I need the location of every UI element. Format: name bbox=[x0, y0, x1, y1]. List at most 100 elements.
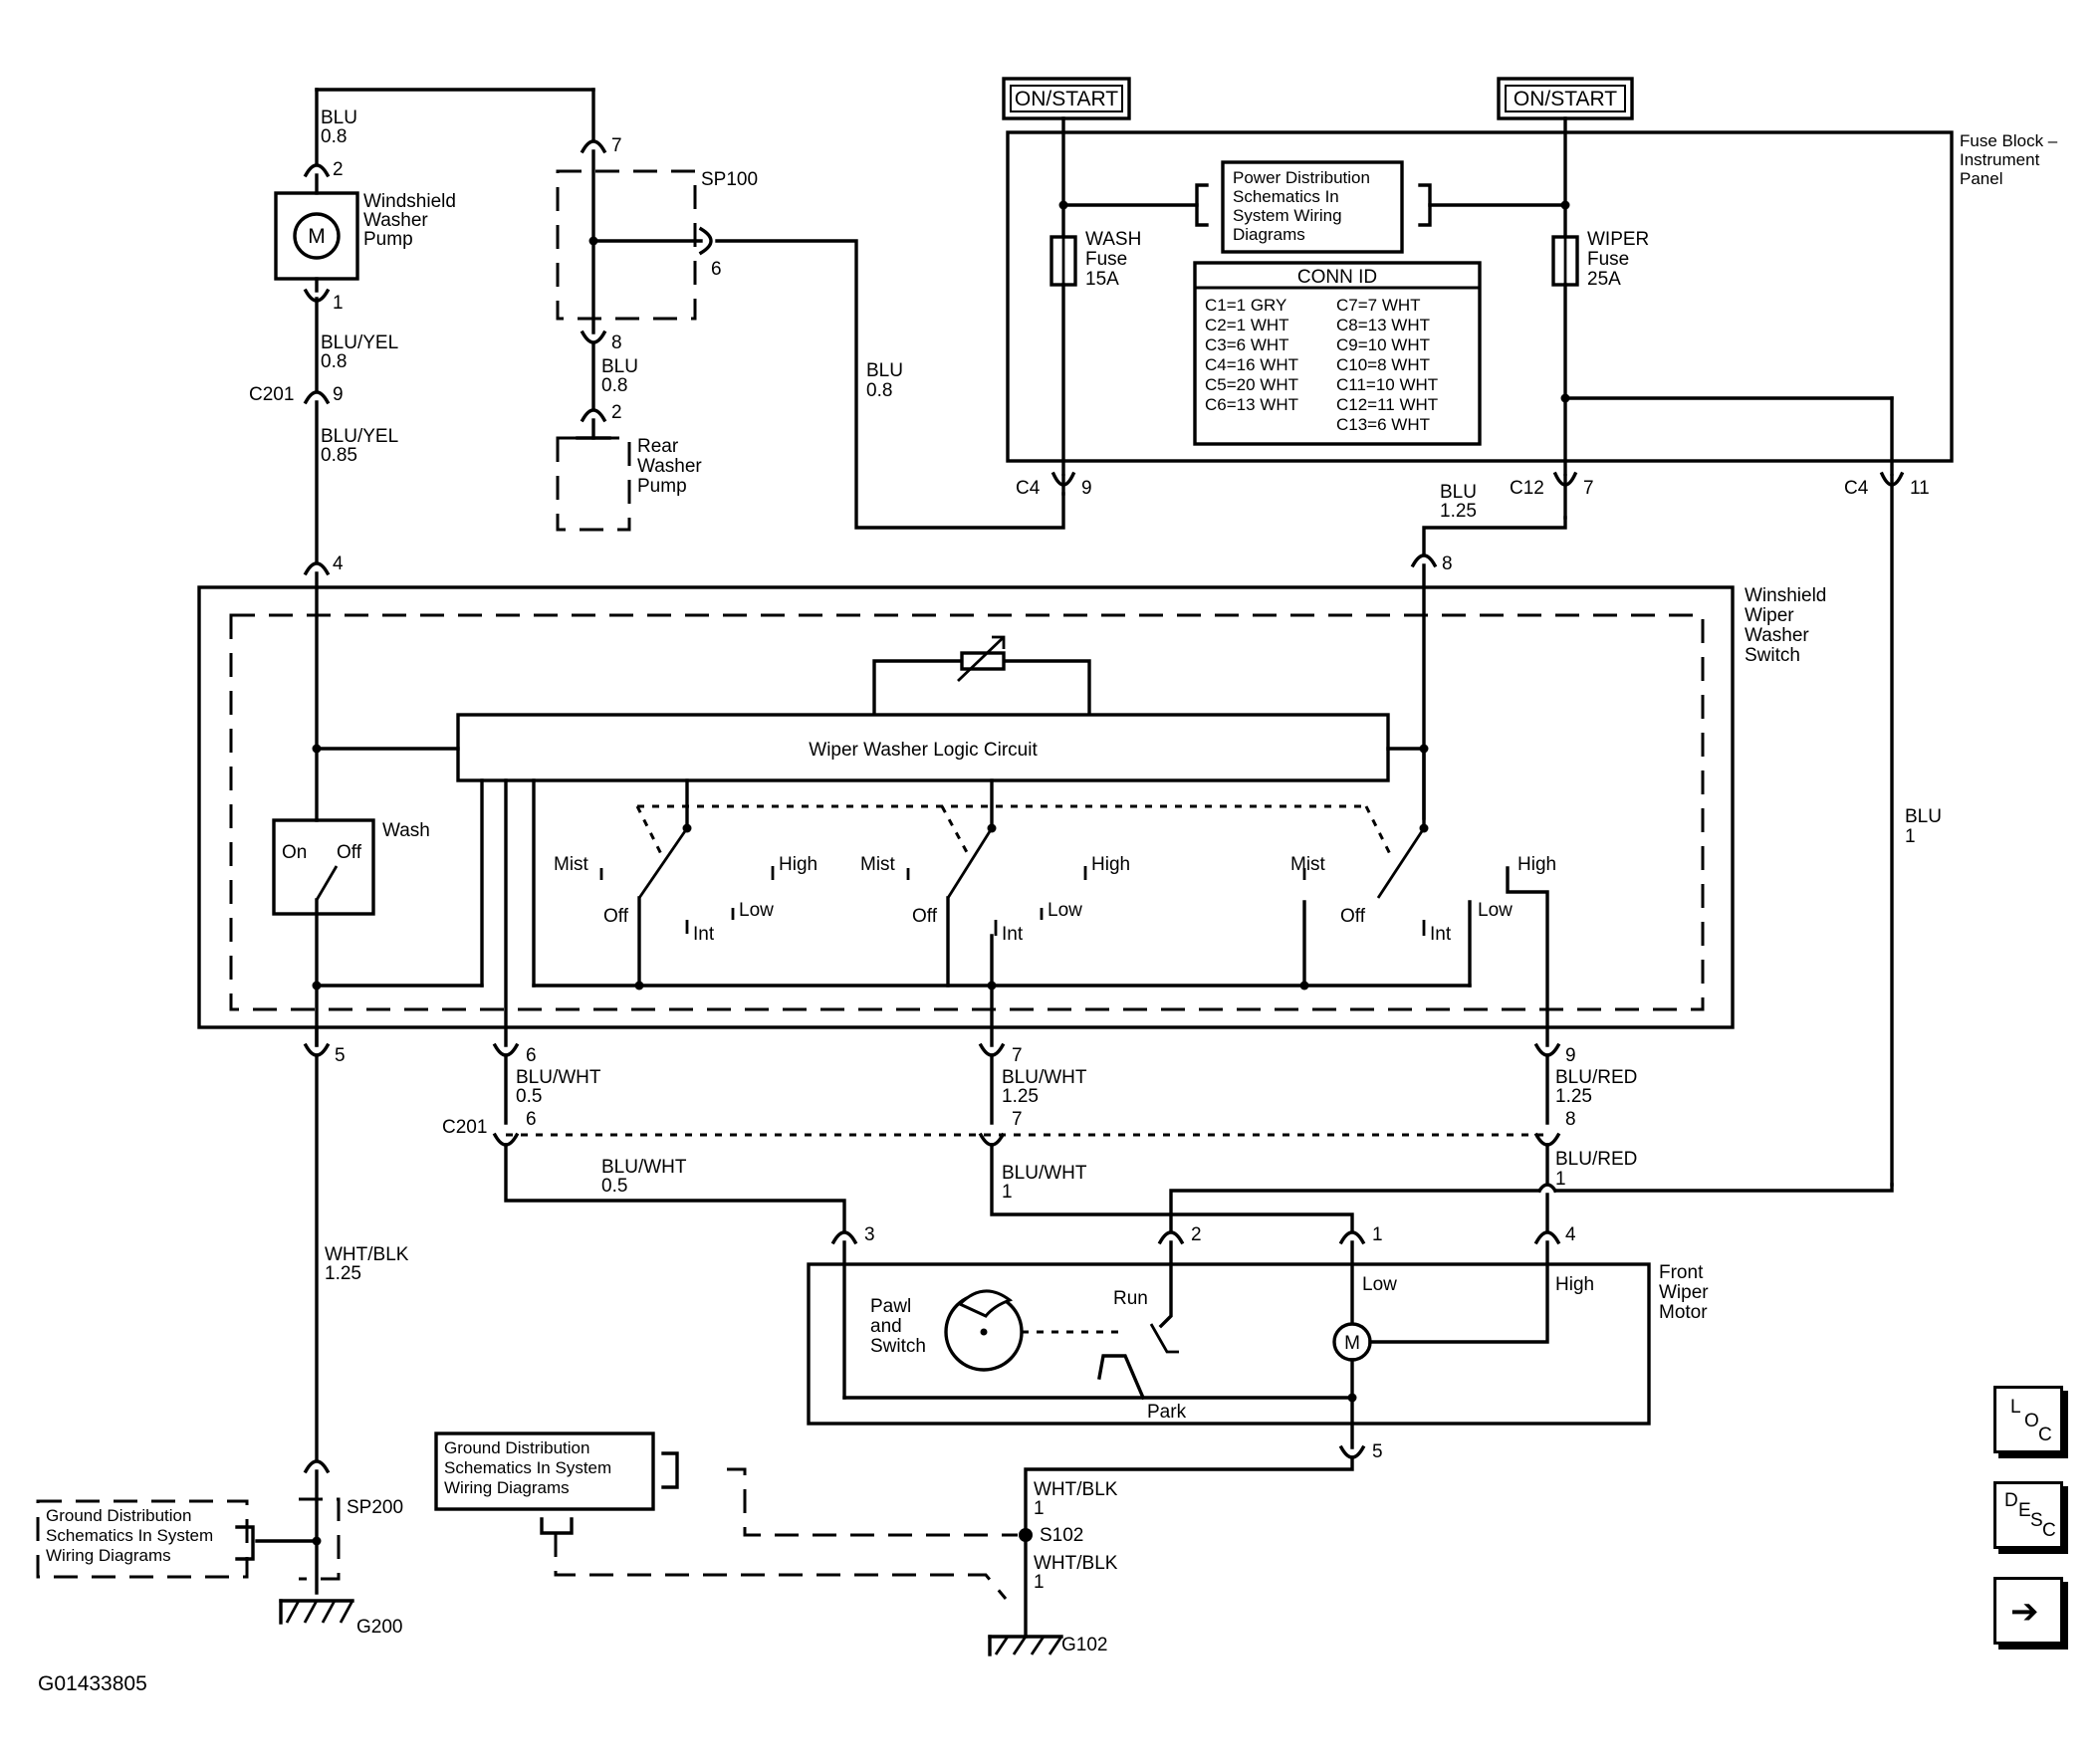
loc-button[interactable]: L O C bbox=[1993, 1386, 2063, 1453]
svg-text:C201: C201 bbox=[249, 384, 294, 405]
wire-label-wht-blk-1: WHT/BLK bbox=[1034, 1479, 1118, 1500]
svg-text:C4: C4 bbox=[1844, 478, 1869, 499]
svg-text:C201: C201 bbox=[442, 1117, 487, 1138]
fuse-block-label-3: Panel bbox=[1960, 169, 2002, 188]
on-start-right-label: ON/START bbox=[1514, 88, 1617, 110]
g102-ground-icon: G102 bbox=[988, 1635, 1107, 1656]
sp200-splice-pack: SP200 bbox=[255, 1459, 403, 1595]
c4-9-connector: C4 9 bbox=[1016, 471, 1092, 499]
svg-text:Pawl: Pawl bbox=[870, 1296, 911, 1317]
ground-distribution-reference-left[interactable]: Ground Distribution Schematics In System… bbox=[36, 1499, 255, 1579]
g200-ground-icon: G200 bbox=[279, 1599, 402, 1638]
svg-text:G102: G102 bbox=[1061, 1635, 1107, 1655]
c12-7-connector: C12 7 bbox=[1510, 471, 1594, 520]
fuse-block-instrument-panel: Fuse Block – Instrument Panel WASH Fuse … bbox=[1006, 116, 2058, 476]
svg-text:Low: Low bbox=[1048, 900, 1082, 921]
svg-text:Winshield: Winshield bbox=[1745, 585, 1826, 606]
wire-label-1-right: 1 bbox=[1905, 826, 1916, 847]
wire-label-08-yel: 0.8 bbox=[321, 351, 347, 372]
wire-label-blu-rear: BLU bbox=[601, 356, 638, 377]
arrow-right-icon: ➔ bbox=[2010, 1593, 2039, 1631]
svg-text:Int: Int bbox=[1002, 924, 1024, 945]
c4-11-connector: C4 11 bbox=[1844, 471, 1930, 1187]
wash-fuse-name: WASH bbox=[1085, 229, 1141, 250]
svg-text:Pump: Pump bbox=[637, 476, 687, 497]
wire-label-blu-pump: BLU bbox=[321, 108, 357, 128]
svg-text:7: 7 bbox=[1583, 478, 1594, 499]
wire-label-125-2: 1.25 bbox=[1002, 1086, 1039, 1107]
windshield-wiper-washer-switch: Winshield Wiper Washer Switch Wiper Wash… bbox=[197, 563, 1826, 1047]
wash-switch: On Off Wash bbox=[272, 818, 430, 988]
svg-text:4: 4 bbox=[1565, 1224, 1576, 1245]
svg-text:Int: Int bbox=[1430, 924, 1452, 945]
svg-text:On: On bbox=[282, 842, 307, 863]
svg-text:G200: G200 bbox=[356, 1617, 402, 1638]
svg-text:8: 8 bbox=[1565, 1109, 1576, 1130]
svg-text:Schematics In System: Schematics In System bbox=[46, 1526, 213, 1545]
motor-connector-5: 5 bbox=[1338, 1441, 1383, 1462]
sp100-connector-7: 7 bbox=[580, 135, 622, 156]
svg-text:Wiring Diagrams: Wiring Diagrams bbox=[444, 1478, 570, 1497]
s102-splice bbox=[1019, 1528, 1033, 1542]
motor-connector-4: 4 bbox=[1533, 1224, 1576, 1245]
rear-pump-connector-2: 2 bbox=[580, 402, 622, 423]
wire-label-blu-wht-4: BLU/WHT bbox=[1002, 1163, 1087, 1184]
wire-label-blu-wht-1: BLU/WHT bbox=[516, 1067, 601, 1088]
pump-connector-1: 1 bbox=[303, 277, 344, 314]
wiper-fuse-rating: 25A bbox=[1587, 269, 1621, 290]
rear-washer-pump: Rear Washer Pump bbox=[556, 418, 702, 532]
svg-text:C6=13 WHT: C6=13 WHT bbox=[1205, 395, 1298, 414]
desc-button[interactable]: D E S C bbox=[1993, 1481, 2063, 1549]
wire-label-1-g2: 1 bbox=[1034, 1572, 1045, 1593]
switch-connector-4: 4 bbox=[303, 553, 344, 576]
front-wiper-motor: Front Wiper Motor Pawl and Switch Run Pa… bbox=[807, 1240, 1709, 1449]
svg-text:Windshield: Windshield bbox=[363, 191, 456, 212]
next-arrow-button[interactable]: ➔ bbox=[1993, 1577, 2063, 1645]
svg-text:C12=11 WHT: C12=11 WHT bbox=[1336, 395, 1438, 414]
svg-text:High: High bbox=[1555, 1274, 1594, 1295]
wire-label-08-wash: 0.8 bbox=[866, 380, 892, 401]
svg-text:and: and bbox=[870, 1316, 902, 1337]
svg-text:Ground Distribution: Ground Distribution bbox=[46, 1506, 191, 1525]
wire-label-blu-right: BLU bbox=[1905, 806, 1942, 827]
svg-text:Pump: Pump bbox=[363, 229, 413, 250]
wire-label-1-g1: 1 bbox=[1034, 1498, 1045, 1519]
wire-label-05-3: 0.5 bbox=[601, 1176, 627, 1197]
svg-text:6: 6 bbox=[711, 259, 722, 280]
svg-text:Wiper: Wiper bbox=[1745, 605, 1794, 626]
svg-text:Wash: Wash bbox=[382, 820, 430, 841]
power-distribution-reference[interactable]: Power Distribution Schematics In System … bbox=[1221, 160, 1404, 254]
svg-text:Off: Off bbox=[337, 842, 362, 863]
svg-text:Park: Park bbox=[1147, 1402, 1187, 1423]
svg-text:7: 7 bbox=[1012, 1045, 1023, 1066]
svg-text:Washer: Washer bbox=[1745, 625, 1809, 646]
svg-text:1: 1 bbox=[1372, 1224, 1383, 1245]
switch-connector-6: 6 bbox=[492, 1042, 537, 1066]
wiper-fuse-name: WIPER bbox=[1587, 229, 1649, 250]
wiper-selector-2: Mist High Low Off Int bbox=[860, 778, 1130, 1047]
variable-resistor-icon bbox=[960, 651, 1006, 671]
ground-distribution-reference-center[interactable]: Ground Distribution Schematics In System… bbox=[434, 1431, 655, 1511]
svg-text:11: 11 bbox=[1910, 478, 1930, 499]
svg-text:Mist: Mist bbox=[860, 854, 896, 875]
wiper-selector-3: Mist High Low Off Int bbox=[1290, 747, 1556, 1047]
wire-label-wht-blk-2: WHT/BLK bbox=[1034, 1553, 1118, 1574]
svg-text:C9=10 WHT: C9=10 WHT bbox=[1336, 335, 1430, 354]
svg-text:System Wiring: System Wiring bbox=[1233, 206, 1342, 225]
svg-text:Schematics In System: Schematics In System bbox=[444, 1458, 611, 1477]
washer-pump-motor-icon bbox=[293, 212, 341, 260]
svg-text:5: 5 bbox=[335, 1045, 346, 1066]
wire-label-05-1: 0.5 bbox=[516, 1086, 542, 1107]
svg-text:5: 5 bbox=[1372, 1441, 1383, 1462]
figure-id: G01433805 bbox=[38, 1672, 147, 1695]
svg-text:Low: Low bbox=[739, 900, 774, 921]
wire-label-125-wiper: 1.25 bbox=[1440, 501, 1477, 522]
wire-label-blu-yel-1: BLU/YEL bbox=[321, 332, 398, 353]
svg-text:Switch: Switch bbox=[870, 1336, 926, 1357]
svg-text:Washer: Washer bbox=[363, 210, 428, 231]
wire-label-125-left: 1.25 bbox=[325, 1263, 361, 1284]
c201-9-connector: C201 9 bbox=[249, 384, 344, 405]
on-start-left-box: ON/START bbox=[1002, 77, 1131, 120]
svg-text:Mist: Mist bbox=[554, 854, 589, 875]
wire-label-wht-blk-left: WHT/BLK bbox=[325, 1244, 409, 1265]
